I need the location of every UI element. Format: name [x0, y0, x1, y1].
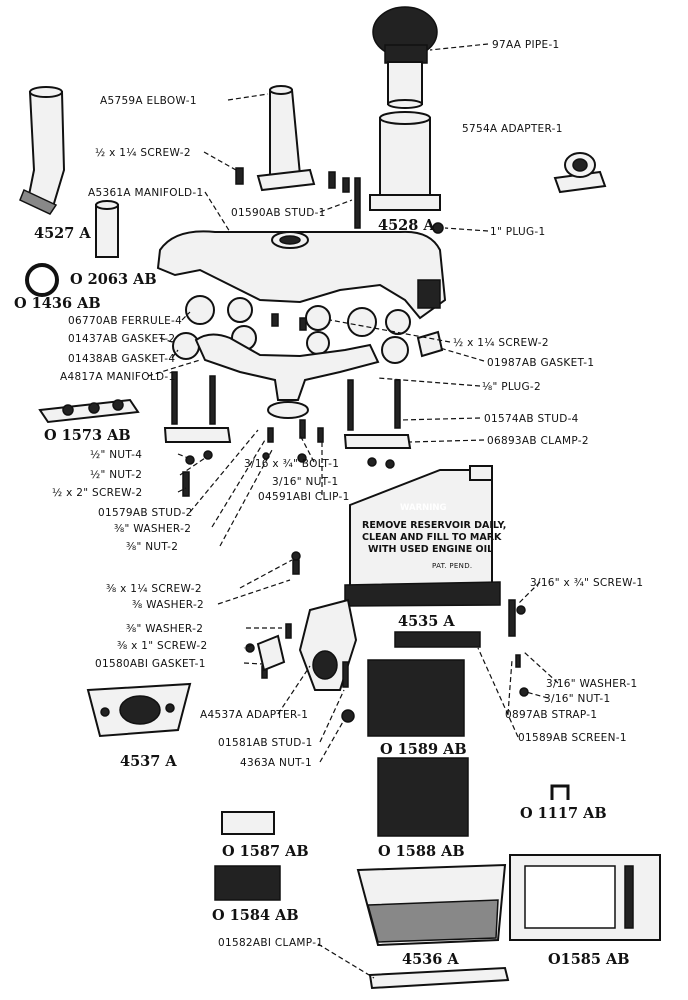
callout-screw-3-8-a: ⅜ x 1¼ SCREW-2 [106, 583, 202, 595]
callout-screw-right-lower: 3/16" x ¾" SCREW-1 [530, 577, 643, 589]
callout-adapter-low: A4537A ADAPTER-1 [200, 709, 308, 721]
callout-manifold-low: A4817A MANIFOLD-1 [60, 371, 175, 383]
callout-nut-3-8: ⅜" NUT-2 [126, 541, 178, 553]
part-number-o1436ab: O 1436 AB [14, 295, 101, 312]
reservoir-patent: PAT. PEND. [432, 562, 472, 570]
part-screws-left-mid [245, 551, 301, 679]
callout-washer-3-8-b: ⅜ WASHER-2 [132, 599, 204, 611]
part-a4817a-manifold [194, 333, 380, 419]
callout-gasket-4: 01438AB GASKET-4 [68, 353, 175, 365]
part-4535a-reservoir: WARNING REMOVE RESERVOIR DAILY, CLEAN AN… [344, 465, 506, 607]
callout-stud-right: 01574AB STUD-4 [484, 413, 579, 425]
part-4537a-flange [86, 682, 192, 738]
part-a5759a-elbow [256, 85, 316, 192]
callout-nut-3-16-b: 3/16" NUT-1 [544, 693, 611, 705]
reservoir-line-1: REMOVE RESERVOIR DAILY, [362, 520, 506, 531]
part-number-o1573ab: O 1573 AB [44, 427, 131, 444]
part-screens [367, 631, 481, 837]
part-a5361a-manifold [156, 230, 447, 320]
callout-adapter-top: 5754A ADAPTER-1 [462, 123, 563, 135]
callout-plug-top: 1" PLUG-1 [490, 226, 546, 238]
part-number-o2063ab: O 2063 AB [70, 271, 157, 288]
callout-screw-3-8-b: ⅜ x 1" SCREW-2 [117, 640, 207, 652]
callout-clamp-right: 06893AB CLAMP-2 [487, 435, 589, 447]
part-5754a-adapter [553, 152, 607, 194]
part-number-o1117ab: O 1117 AB [520, 805, 607, 822]
part-a4537a-adapter [256, 598, 358, 723]
callout-nut-half2: ½" NUT-2 [90, 469, 142, 481]
callout-stud-low: 01581AB STUD-1 [218, 737, 313, 749]
part-screws-top [235, 167, 444, 234]
leader-lines [147, 43, 559, 979]
part-97aa-pipe [372, 6, 438, 109]
part-number-4527a: 4527 A [34, 225, 91, 242]
callout-elbow: A5759A ELBOW-1 [100, 95, 197, 107]
part-number-labels: 4527 A 4528 A O 2063 AB O 1436 AB O 1573… [14, 217, 630, 968]
part-number-o1588ab: O 1588 AB [378, 843, 465, 860]
part-studs-clamps-mid [163, 371, 412, 497]
callout-clamp-low: 01582ABI CLAMP-1 [218, 937, 323, 949]
reservoir-line-2: CLEAN AND FILL TO MARK [362, 532, 502, 543]
callout-pipe: 97AA PIPE-1 [492, 39, 560, 51]
callout-clip: 04591ABI CLIP-1 [258, 491, 350, 503]
callout-washer-3-16: 3/16" WASHER-1 [546, 678, 637, 690]
callout-manifold-top: A5361A MANIFOLD-1 [88, 187, 203, 199]
part-screws-reservoir-right [508, 599, 529, 697]
part-number-4537a: 4537 A [120, 753, 177, 770]
part-number-o1584ab: O 1584 AB [212, 907, 299, 924]
callout-nut-3-16: 3/16" NUT-1 [272, 476, 339, 488]
part-o1585ab-frame [509, 854, 661, 941]
callout-gasket-01580: 01580ABI GASKET-1 [95, 658, 206, 670]
part-o1573ab-clamp [38, 398, 140, 424]
callout-gasket-2: 01437AB GASKET-2 [68, 333, 175, 345]
part-o1117ab-clip [550, 784, 570, 800]
part-number-4528a: 4528 A [378, 217, 435, 234]
callout-washer-3-8-c: ⅜" WASHER-2 [126, 623, 203, 635]
part-number-4535a: 4535 A [398, 613, 455, 630]
callout-bolt: 3/16 x ¾" BOLT-1 [244, 458, 339, 470]
callout-nut-half4: ½" NUT-4 [90, 449, 142, 461]
part-4527a-elbow-pipe [19, 86, 66, 215]
callout-washer-3-8-a: ⅜" WASHER-2 [114, 523, 191, 535]
callout-strap: 0897AB STRAP-1 [505, 709, 597, 721]
part-number-o1589ab: O 1589 AB [380, 741, 467, 758]
part-o2063ab-sleeve [95, 200, 119, 258]
callout-labels: 97AA PIPE-1 A5759A ELBOW-1 5754A ADAPTER… [52, 39, 643, 949]
reservoir-line-3: WITH USED ENGINE OIL [368, 544, 493, 555]
part-number-o1585ab: O1585 AB [548, 951, 630, 968]
part-plates-left [214, 811, 281, 901]
part-number-4536a: 4536 A [402, 951, 459, 968]
callout-plug-right: ⅛" PLUG-2 [482, 381, 541, 393]
part-number-o1587ab: O 1587 AB [222, 843, 309, 860]
callout-gasket-right: 01987AB GASKET-1 [487, 357, 594, 369]
callout-screw-half2: ½ x 2" SCREW-2 [52, 487, 142, 499]
callout-ferrule: 06770AB FERRULE-4 [68, 315, 182, 327]
part-4528a-pipe [369, 111, 441, 211]
part-01582abi-clamp [368, 966, 510, 990]
callout-stud-left: 01579AB STUD-2 [98, 507, 193, 519]
callout-screw-top: ½ x 1¼ SCREW-2 [95, 147, 191, 159]
callout-screw-right: ½ x 1¼ SCREW-2 [453, 337, 549, 349]
callout-stud-top: 01590AB STUD-1 [231, 207, 326, 219]
part-o1436ab-ring [25, 263, 59, 297]
reservoir-warning: WARNING [400, 503, 447, 513]
callout-screen: 01589AB SCREEN-1 [518, 732, 627, 744]
part-4536a-tray [356, 863, 507, 947]
callout-nut-low: 4363A NUT-1 [240, 757, 312, 769]
